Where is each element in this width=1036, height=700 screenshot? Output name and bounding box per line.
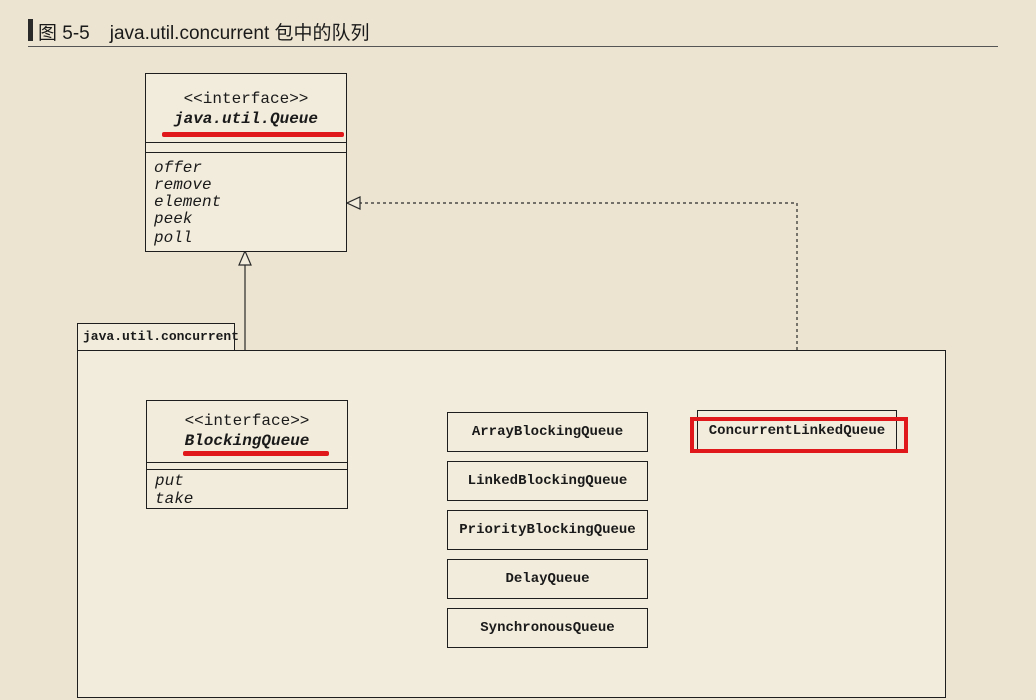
caption-rule xyxy=(28,46,998,47)
caption-marker xyxy=(28,19,33,41)
blocking-stereotype: <<interface>> xyxy=(184,412,310,430)
queue-divider-2 xyxy=(146,152,346,153)
blocking-divider-1 xyxy=(147,462,347,463)
realization-arrow-queue-side xyxy=(345,196,361,210)
method-remove: remove xyxy=(154,176,212,194)
method-peek: peek xyxy=(154,210,193,228)
method-poll: poll xyxy=(154,229,193,247)
queue-interface-box: <<interface>> java.util.Queue offer remo… xyxy=(145,73,347,252)
queue-name-highlight xyxy=(162,132,344,137)
figure-title: java.util.concurrent 包中的队列 xyxy=(109,23,370,44)
concurrent-linked-highlight xyxy=(690,417,908,453)
blocking-divider-2 xyxy=(147,469,347,470)
package-tab: java.util.concurrent xyxy=(77,323,239,351)
class-linked-blocking-queue: LinkedBlockingQueue xyxy=(447,461,648,501)
queue-name: java.util.Queue xyxy=(173,110,319,128)
class-array-blocking-queue: ArrayBlockingQueue xyxy=(447,412,648,452)
generalization-arrow-queue-bottom xyxy=(238,249,252,266)
class-priority-blocking-queue: PriorityBlockingQueue xyxy=(447,510,648,550)
method-element: element xyxy=(154,193,222,211)
queue-stereotype: <<interface>> xyxy=(183,90,309,108)
method-put: put xyxy=(155,472,184,490)
class-synchronous-queue: SynchronousQueue xyxy=(447,608,648,648)
method-offer: offer xyxy=(154,159,203,177)
figure-caption: 图 5-5 java.util.concurrent 包中的队列 xyxy=(38,18,370,45)
concurrent-to-queue-line xyxy=(360,202,798,410)
blocking-name-highlight xyxy=(183,451,329,456)
blocking-interface-box: <<interface>> BlockingQueue put take xyxy=(146,400,348,509)
queue-divider-1 xyxy=(146,142,346,143)
method-take: take xyxy=(155,490,194,508)
blocking-name: BlockingQueue xyxy=(184,432,310,450)
figure-number: 图 5-5 xyxy=(38,23,90,44)
class-delay-queue: DelayQueue xyxy=(447,559,648,599)
